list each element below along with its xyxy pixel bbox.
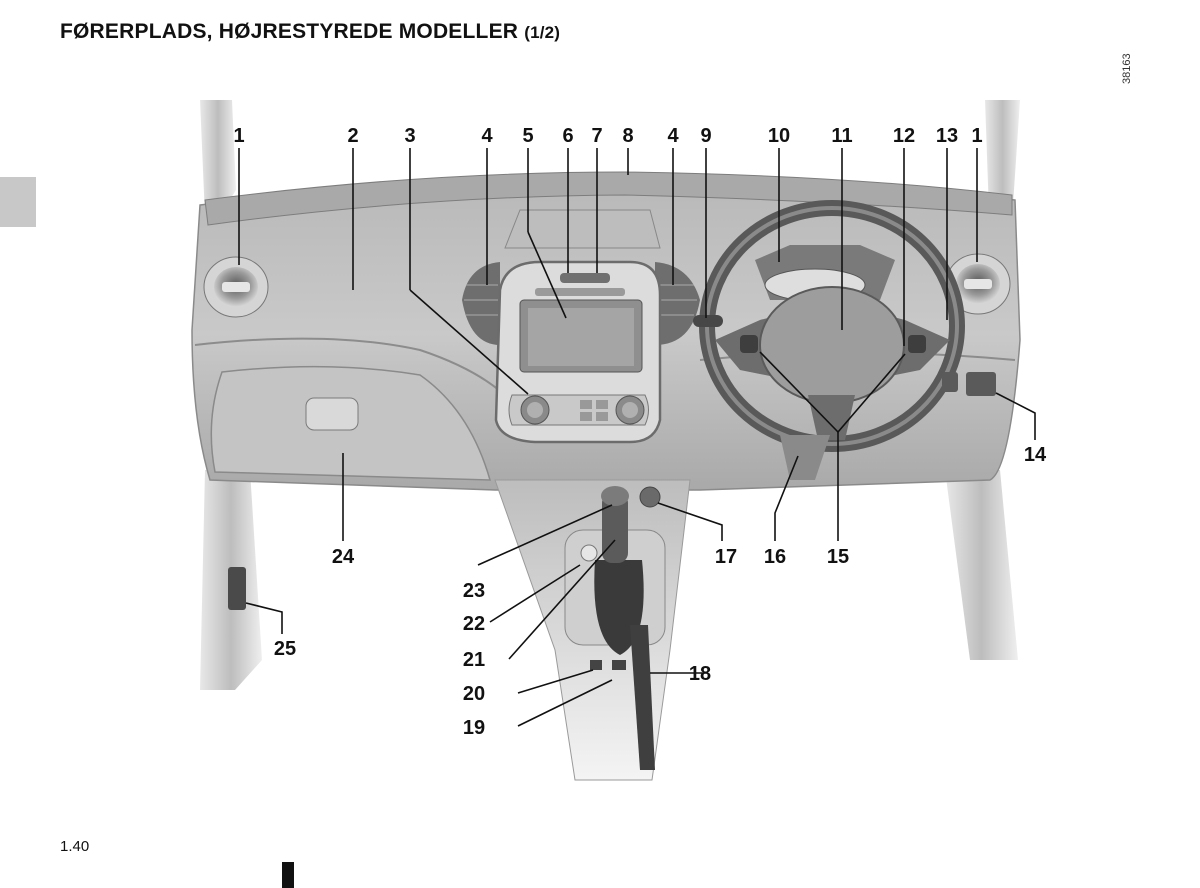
callout-3: 3 bbox=[404, 125, 415, 147]
page-edge-marker bbox=[282, 862, 294, 888]
callout-13: 13 bbox=[936, 125, 958, 147]
socket-cap bbox=[580, 544, 598, 562]
callout-22: 22 bbox=[463, 613, 485, 635]
callout-18: 18 bbox=[689, 663, 711, 685]
callout-19: 19 bbox=[463, 717, 485, 739]
bonnet-release bbox=[228, 567, 246, 610]
callout-8: 8 bbox=[622, 125, 633, 147]
callout-24: 24 bbox=[332, 546, 355, 568]
leader-lines bbox=[238, 148, 1036, 727]
callout-1-right: 1 bbox=[971, 125, 982, 147]
callout-11: 11 bbox=[831, 125, 852, 147]
stalk-left bbox=[693, 315, 723, 327]
hazard-button bbox=[560, 273, 610, 283]
climate-controls bbox=[508, 394, 649, 426]
callout-25: 25 bbox=[274, 638, 296, 660]
callout-2: 2 bbox=[347, 125, 358, 147]
callout-23: 23 bbox=[463, 580, 485, 602]
callout-9: 9 bbox=[700, 125, 711, 147]
start-button bbox=[639, 486, 661, 508]
callout-17: 17 bbox=[715, 546, 737, 568]
callout-1-left: 1 bbox=[233, 125, 244, 147]
side-switch-panel bbox=[942, 372, 996, 396]
air-vent-left bbox=[203, 256, 269, 318]
callout-14: 14 bbox=[1024, 444, 1047, 466]
glovebox-handle bbox=[305, 397, 359, 431]
air-vent-center-left bbox=[462, 262, 500, 345]
callout-7: 7 bbox=[591, 125, 602, 147]
callout-5: 5 bbox=[522, 125, 533, 147]
callout-15: 15 bbox=[827, 546, 849, 568]
air-vent-center-right bbox=[655, 262, 700, 345]
parking-brake bbox=[630, 625, 655, 770]
callout-4-right: 4 bbox=[667, 125, 679, 147]
page-title: FØRERPLADS, HØJRESTYREDE MODELLER (1/2) bbox=[60, 20, 560, 44]
dash-display-housing bbox=[504, 209, 661, 249]
callout-labels: 1 2 3 4 5 6 7 8 4 9 10 11 12 13 1 14 15 … bbox=[233, 125, 1047, 739]
page-title-part: (1/2) bbox=[524, 23, 561, 42]
page-number: 1.40 bbox=[60, 838, 90, 855]
callout-6: 6 bbox=[562, 125, 573, 147]
callout-12: 12 bbox=[893, 125, 915, 147]
callout-21: 21 bbox=[463, 649, 485, 671]
chapter-tab bbox=[0, 177, 36, 227]
page-title-text: FØRERPLADS, HØJRESTYREDE MODELLER bbox=[60, 20, 519, 43]
callout-16: 16 bbox=[764, 546, 786, 568]
callout-20: 20 bbox=[463, 683, 485, 705]
horn-pad bbox=[759, 286, 905, 404]
callout-4-left: 4 bbox=[481, 125, 493, 147]
callout-10: 10 bbox=[768, 125, 790, 147]
